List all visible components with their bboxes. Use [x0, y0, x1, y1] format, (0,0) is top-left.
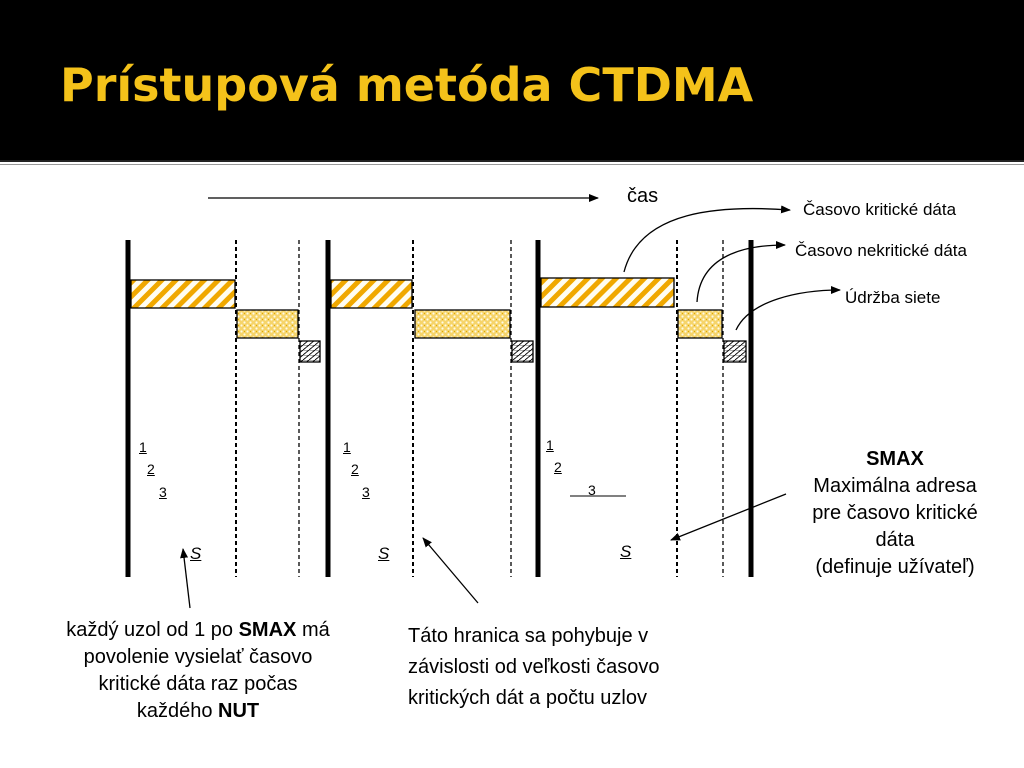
maintenance-block	[511, 340, 534, 363]
smax-label: S	[378, 544, 390, 563]
middle-note-arrow	[422, 537, 479, 604]
middle-note-line: kritických dát a počtu uzlov	[408, 687, 647, 709]
smax-note: SMAX Maximálna adresa pre časovo kritick…	[790, 446, 1000, 581]
node-label: 3	[588, 482, 596, 498]
middle-note-line: závislosti od veľkosti časovo	[408, 656, 660, 678]
title-bar	[0, 0, 1024, 160]
left-note-arrow	[180, 548, 191, 609]
header-divider	[0, 160, 1024, 162]
left-note-line: kritické dáta raz počas	[98, 673, 298, 695]
left-note-line: povolenie vysielať časovo	[83, 646, 313, 668]
middle-note: Táto hranica sa pohybuje v závislosti od…	[408, 621, 660, 714]
maintenance-legend-arrow	[735, 286, 841, 331]
left-note-text: každý uzol od 1 po	[66, 619, 239, 641]
legend-noncritical: Časovo nekritické dáta	[795, 241, 967, 260]
smax-label: S	[190, 544, 202, 563]
middle-note-line: Táto hranica sa pohybuje v	[408, 625, 649, 647]
left-note: každý uzol od 1 po SMAX má povolenie vys…	[28, 617, 368, 725]
noncritical-data-block	[236, 309, 299, 339]
critical-data-block	[540, 277, 675, 308]
node-label: 3	[362, 484, 370, 500]
maintenance-block	[723, 340, 747, 363]
noncritical-data-block	[414, 309, 511, 339]
smax-note-line: Maximálna adresa	[813, 475, 977, 497]
legend-critical: Časovo kritické dáta	[803, 200, 957, 219]
maintenance-block	[299, 340, 321, 363]
node-label: 3	[159, 484, 167, 500]
node-label: 2	[147, 461, 155, 477]
slide-title: Prístupová metóda CTDMA	[60, 58, 754, 112]
smax-label: S	[620, 542, 632, 561]
smax-pointer-arrow	[670, 493, 787, 541]
critical-data-block	[130, 279, 236, 309]
smax-note-line: pre časovo kritické	[812, 502, 978, 524]
smax-note-heading: SMAX	[866, 448, 924, 470]
noncritical-data-block	[677, 309, 723, 339]
critical-data-block	[330, 279, 413, 309]
node-label: 2	[351, 461, 359, 477]
legend-maintenance: Údržba siete	[845, 288, 941, 307]
left-note-text: má	[296, 619, 330, 641]
node-label: 1	[546, 437, 554, 453]
smax-note-line: dáta	[875, 529, 915, 551]
node-label: 1	[139, 439, 147, 455]
time-label: čas	[627, 185, 659, 207]
left-note-text: každého	[136, 700, 219, 722]
node-label: 1	[343, 439, 351, 455]
left-note-bold: NUT	[218, 700, 260, 722]
header-divider-thin	[0, 164, 1024, 165]
left-note-bold: SMAX	[238, 619, 297, 641]
noncritical-legend-arrow	[696, 241, 786, 303]
left-note-line: každého NUT	[28, 698, 368, 725]
left-note-line: každý uzol od 1 po SMAX má	[28, 617, 368, 644]
smax-note-line: (definuje užívateľ)	[815, 556, 975, 578]
node-label: 2	[554, 459, 562, 475]
critical-legend-arrow	[623, 205, 791, 273]
